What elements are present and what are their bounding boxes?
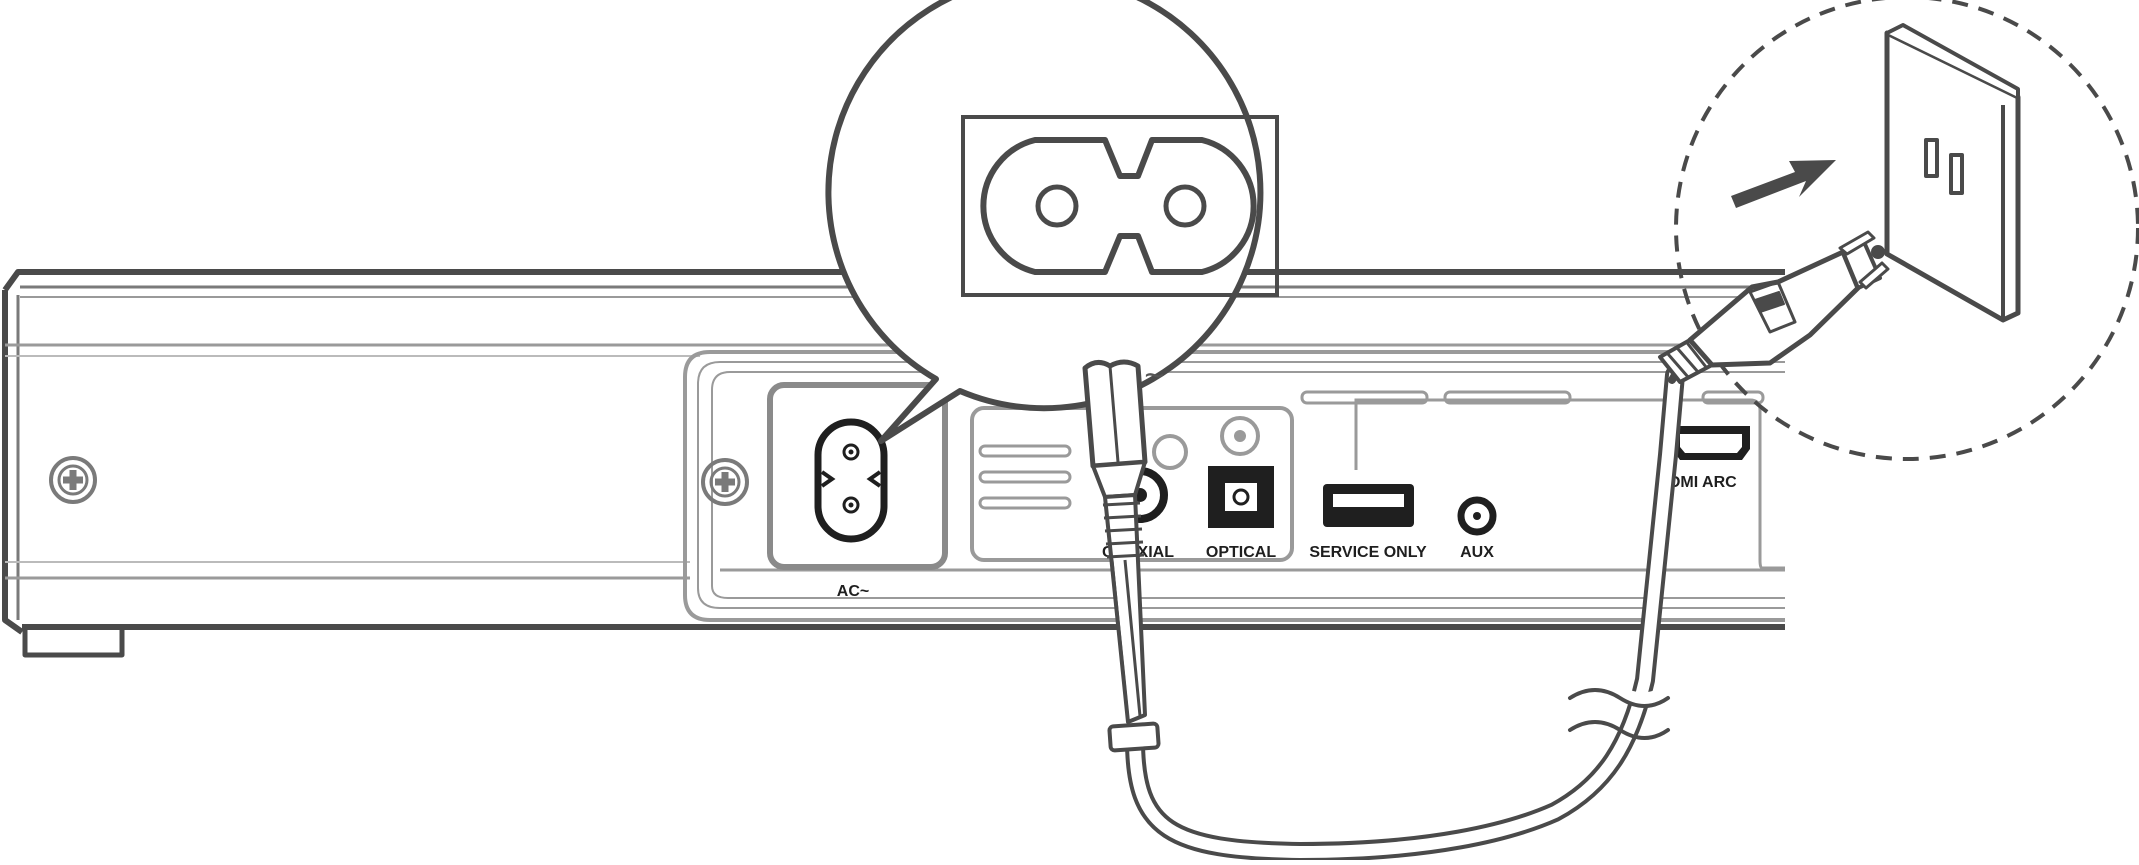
wall-outlet-callout <box>1674 0 2139 461</box>
arrow-icon <box>1731 160 1836 208</box>
ac-port-label: AC~ <box>837 583 869 600</box>
screw-icon <box>49 456 97 504</box>
aux-jack <box>1457 496 1497 536</box>
optical-port <box>1208 466 1274 528</box>
optical-port-label: OPTICAL <box>1206 544 1276 561</box>
power-plug-icon <box>1658 230 1890 384</box>
iec-connector <box>1082 359 1161 753</box>
hdmi-port-label: HDMI ARC <box>1657 474 1737 491</box>
power-cord <box>1125 365 1685 862</box>
aux-port-label: AUX <box>1460 544 1494 561</box>
screw-icon <box>701 458 749 506</box>
usb-port-label: SERVICE ONLY <box>1309 544 1427 561</box>
wall-outlet-icon <box>1884 23 2021 323</box>
ac-inlet-callout <box>825 0 1279 444</box>
hdmi-port <box>1672 426 1750 460</box>
usb-port <box>1323 484 1414 527</box>
ac-socket-icon <box>814 418 888 543</box>
